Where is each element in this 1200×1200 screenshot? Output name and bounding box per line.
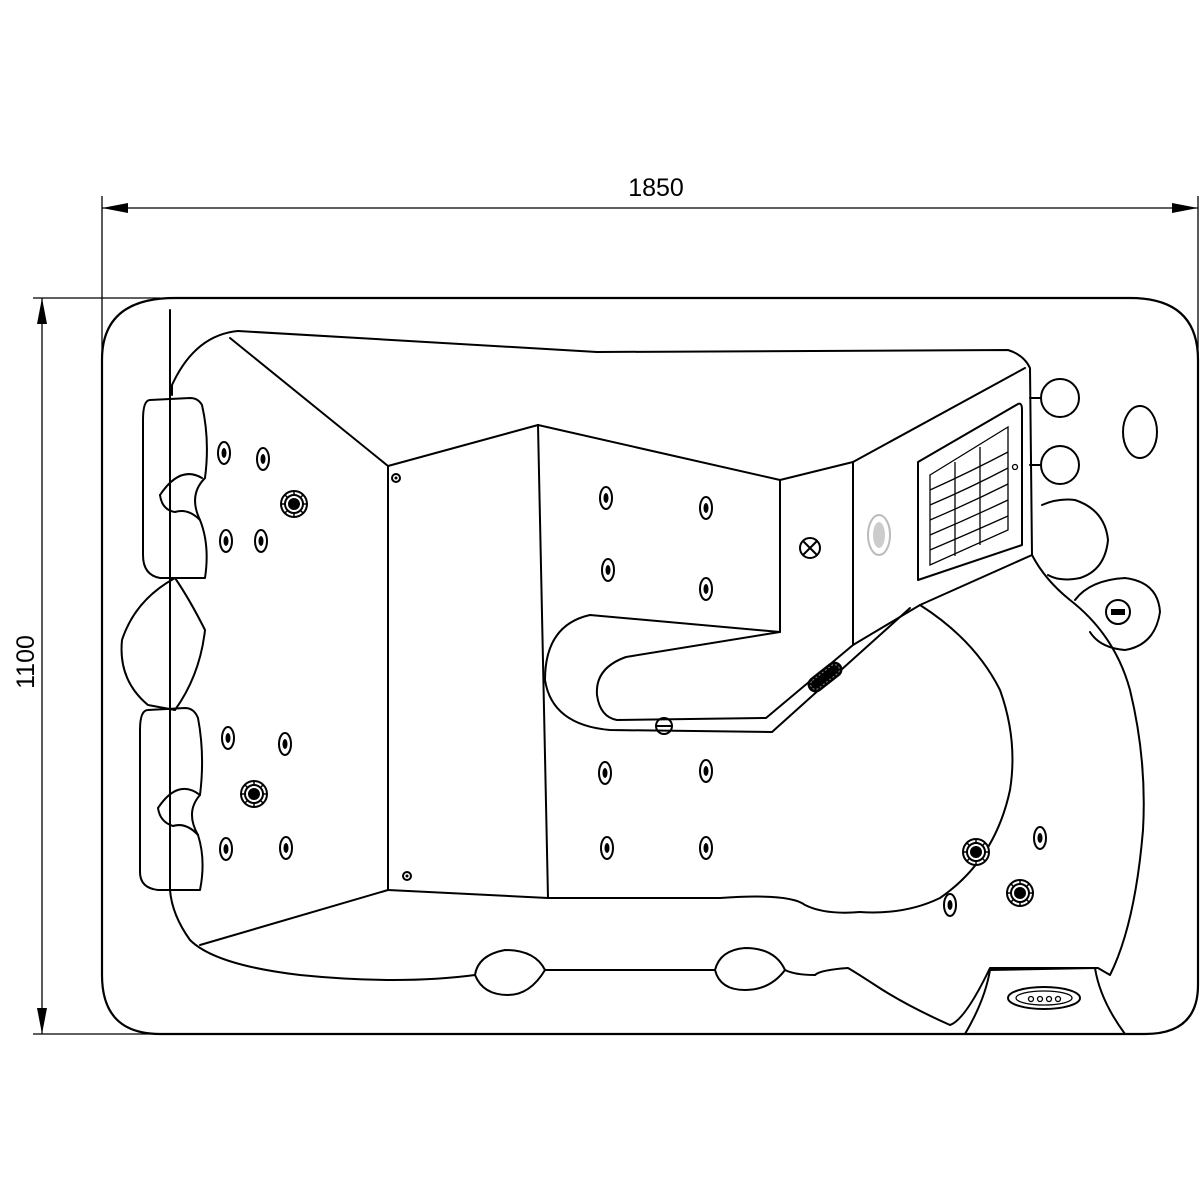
headrest-upper [142, 397, 208, 579]
filter-grille [917, 402, 1023, 581]
oval-jets-group [217, 441, 1047, 917]
oval-jet-icon [601, 558, 615, 582]
oval-jet-icon [256, 447, 270, 471]
footwell-bulges [474, 947, 786, 976]
oval-jet-icon [278, 732, 292, 756]
inner-basin-outline [169, 309, 1145, 1026]
cup-holder-round [1041, 498, 1109, 581]
left-basin-wall [171, 330, 239, 396]
width-dimension-label: 1850 [628, 174, 684, 202]
oval-jet-icon [219, 837, 233, 861]
diverter-valve [1074, 577, 1161, 651]
underwater-light [867, 514, 891, 556]
left-armrest-bulge [120, 577, 206, 711]
left-seat-facets [199, 337, 549, 946]
oval-jet-icon [943, 893, 957, 917]
headrest-lower [139, 707, 204, 891]
rotary-jet-icon [1006, 879, 1034, 907]
drain-icon [799, 537, 821, 559]
rotary-jets-group [240, 490, 1034, 907]
air-control-knob-bottom [1029, 445, 1080, 485]
waterfall-icon [807, 661, 843, 693]
rotary-jet-icon [962, 838, 990, 866]
oval-jet-icon [217, 441, 231, 465]
oval-jet-icon [1033, 826, 1047, 850]
oval-jet-icon [699, 496, 713, 520]
oval-jet-icon [219, 529, 233, 553]
oval-jet-icon [699, 759, 713, 783]
oval-jet-icon [699, 577, 713, 601]
lounger [852, 367, 1033, 914]
outer-shell [100, 296, 1200, 1036]
oval-jet-icon [279, 836, 293, 860]
oval-jet-icon [699, 836, 713, 860]
oval-jet-icon [254, 529, 268, 553]
control-panel [964, 967, 1126, 1035]
height-dimension-label: 1100 [12, 635, 40, 689]
oval-jet-icon [600, 836, 614, 860]
oval-jet-icon [598, 761, 612, 785]
fitting-small [391, 473, 673, 881]
dimension-lines [33, 196, 1199, 1035]
rotary-jet-icon [240, 780, 268, 808]
oval-jet-icon [221, 726, 235, 750]
cup-holder [1122, 405, 1158, 459]
air-control-knob-top [1029, 378, 1080, 418]
centre-bench [537, 424, 911, 914]
oval-jet-icon [599, 486, 613, 510]
rotary-jet-icon [280, 490, 308, 518]
